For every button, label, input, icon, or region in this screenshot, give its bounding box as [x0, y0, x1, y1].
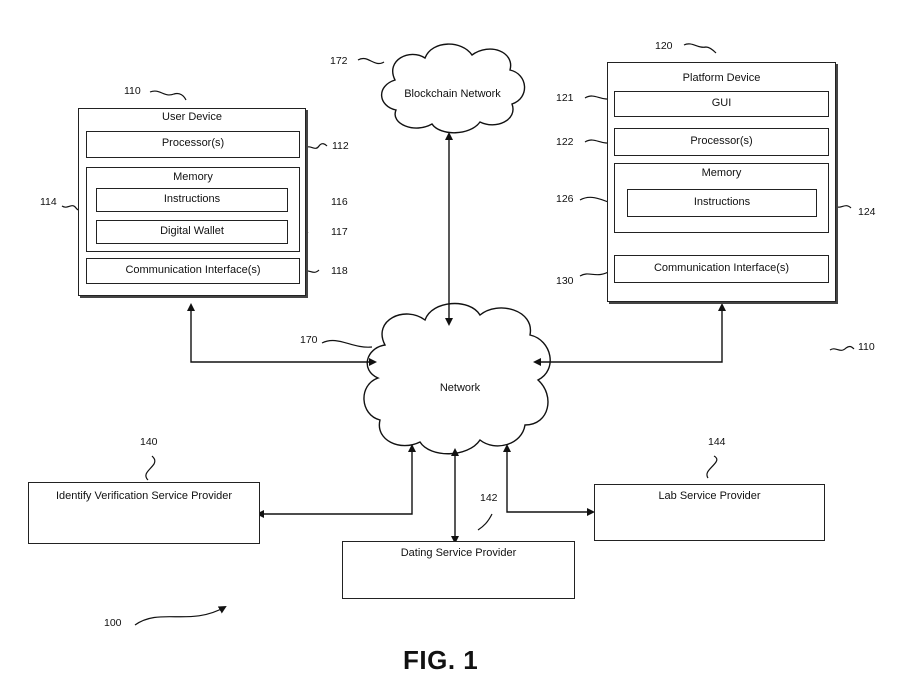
ref-blockchain: 172 — [330, 55, 348, 67]
user-memory-label: Memory — [86, 171, 300, 183]
ref-user-comm: 118 — [331, 265, 348, 277]
ref-side: 110 — [858, 341, 875, 353]
blockchain-label: Blockchain Network — [395, 88, 510, 100]
ref-user-instructions: 116 — [331, 196, 348, 208]
figure-label: FIG. 1 — [403, 645, 478, 676]
ref-platform-instructions: 126 — [556, 193, 574, 205]
identity-provider-label: Identify Verification Service Provider — [28, 490, 260, 502]
platform-memory-label: Memory — [614, 167, 829, 179]
platform-gui-label: GUI — [614, 97, 829, 109]
platform-device-title: Platform Device — [607, 72, 836, 84]
user-device-title: User Device — [78, 111, 306, 123]
network-cloud — [364, 304, 550, 454]
ref-platform-memory: 124 — [858, 206, 876, 218]
platform-instructions-label: Instructions — [627, 196, 817, 208]
ref-platform-gui: 121 — [556, 92, 574, 104]
ref-dating: 142 — [480, 492, 498, 504]
user-comm-label: Communication Interface(s) — [86, 264, 300, 276]
ref-system: 100 — [104, 617, 122, 629]
ref-user-memory: 114 — [40, 196, 57, 208]
user-processor-label: Processor(s) — [86, 137, 300, 149]
ref-platform-processor: 122 — [556, 136, 574, 148]
ref-user-processor: 112 — [332, 140, 349, 152]
ref-network: 170 — [300, 334, 318, 346]
user-wallet-label: Digital Wallet — [96, 225, 288, 237]
ref-platform-device: 120 — [655, 40, 673, 52]
network-label: Network — [420, 382, 500, 394]
ref-identity: 140 — [140, 436, 158, 448]
dating-provider-label: Dating Service Provider — [342, 547, 575, 559]
platform-processor-label: Processor(s) — [614, 135, 829, 147]
platform-comm-label: Communication Interface(s) — [614, 262, 829, 274]
lab-provider-label: Lab Service Provider — [594, 490, 825, 502]
ref-user-device: 110 — [124, 85, 141, 97]
ref-lab: 144 — [708, 436, 726, 448]
ref-user-wallet: 117 — [331, 226, 348, 238]
ref-platform-comm: 130 — [556, 275, 574, 287]
user-instructions-label: Instructions — [96, 193, 288, 205]
